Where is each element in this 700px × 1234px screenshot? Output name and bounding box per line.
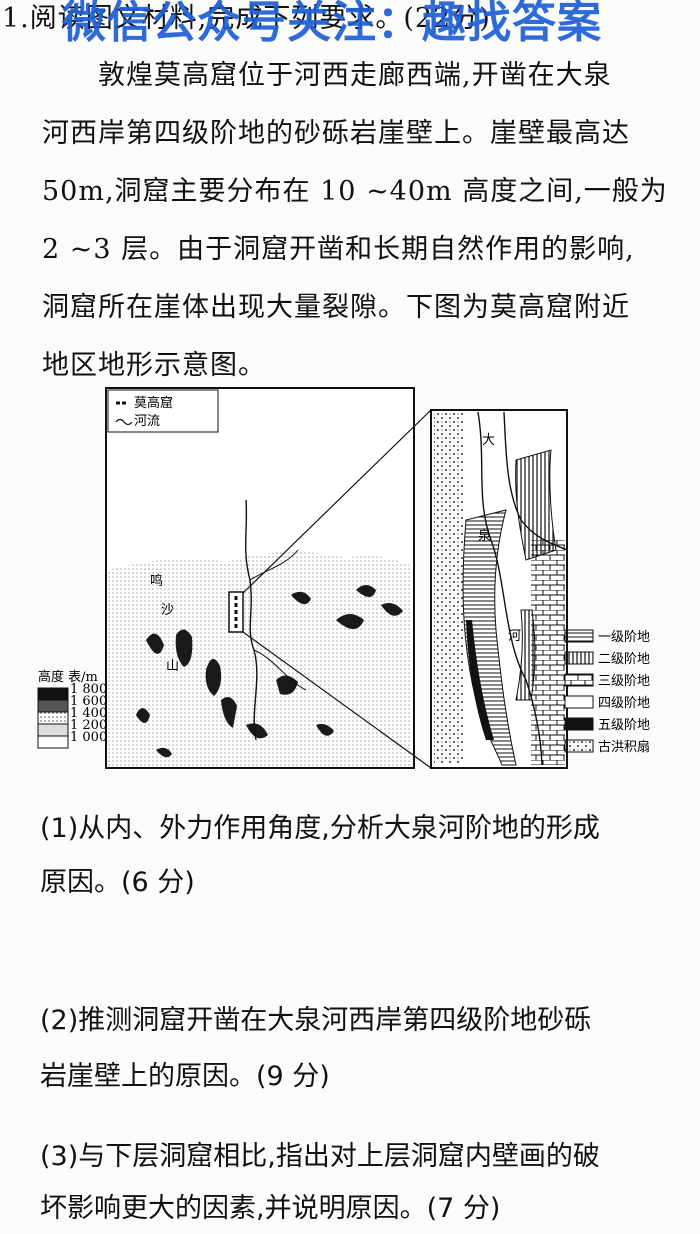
terrace-legend-2: 二级阶地 — [598, 652, 650, 667]
elevation-1200: 1 200 — [70, 718, 107, 733]
elevation-1800: 1 800 — [70, 682, 107, 697]
elevation-1400: 1 400 — [70, 706, 107, 721]
paragraph-line-1: 敦煌莫高窟位于河西走廊西端,开凿在大泉 — [98, 60, 612, 91]
elevation-legend: 高度 表/m 1 800 1 600 1 400 1 200 1 000 — [37, 669, 107, 749]
terrace-legend: 一级阶地 二级阶地 三级阶地 四级阶地 五级阶地 古洪积扇 — [564, 629, 650, 755]
river-line — [245, 499, 258, 741]
river-symbol-icon — [115, 418, 133, 426]
terrace-legend-1: 一级阶地 — [598, 630, 650, 645]
map-label-sha: 沙 — [161, 603, 174, 618]
dune-shapes — [136, 585, 403, 758]
subquestion-3-line-2: 坏影响更大的因素,并说明原因。(7 分) — [40, 1193, 501, 1224]
detail-label-quan: 泉 — [478, 528, 491, 544]
paragraph-line-5: 洞窟所在崖体出现大量裂隙。下图为莫高窟附近 — [42, 292, 630, 323]
elevation-legend-title: 高度 表/m — [38, 669, 98, 685]
subquestion-2-line-2: 岩崖壁上的原因。(9 分) — [40, 1061, 330, 1092]
detail-label-he: 河 — [508, 629, 521, 644]
subquestion-2-line-1: (2)推测洞窟开凿在大泉河西岸第四级阶地砂砾 — [40, 1005, 592, 1036]
detail-map: 大 泉 河 — [430, 409, 568, 769]
terrace-legend-6: 古洪积扇 — [598, 739, 650, 755]
watermark-text: 微信公众号关注：趣找答案 — [62, 0, 602, 48]
paragraph-line-6: 地区地形示意图。 — [42, 350, 266, 381]
elevation-1000: 1 000 — [70, 730, 107, 745]
terrace-legend-5: 五级阶地 — [598, 718, 650, 733]
paragraph-line-4: 2 ~3 层。由于洞窟开凿和长期自然作用的影响, — [42, 234, 635, 265]
terrace-legend-4: 四级阶地 — [598, 696, 650, 711]
map-legend: 莫高窟 河流 — [107, 389, 219, 433]
terrain-figure: 莫高窟 河流 鸣 沙 山 高度 表/m 1 800 1 600 — [37, 387, 650, 769]
paragraph-line-2: 河西岸第四级阶地的砂砾岩崖壁上。崖壁最高达 — [42, 118, 630, 149]
terrace-legend-3: 三级阶地 — [598, 674, 650, 689]
map-label-ming: 鸣 — [150, 573, 163, 589]
map-legend-river: 河流 — [134, 414, 160, 429]
subquestion-3-line-1: (3)与下层洞窟相比,指出对上层洞窟内壁画的破 — [40, 1141, 600, 1172]
paragraph-line-3: 50m,洞窟主要分布在 10 ~40m 高度之间,一般为 — [42, 176, 668, 207]
question-title: 1.阅读图文材料,完成下列要求。(22分) — [2, 3, 491, 34]
map-label-shan: 山 — [166, 659, 179, 674]
detail-label-da: 大 — [482, 433, 495, 448]
subquestion-1-line-2: 原因。(6 分) — [40, 867, 195, 898]
terrain-band — [108, 551, 412, 768]
elevation-1600: 1 600 — [70, 694, 107, 709]
subquestion-1-line-1: (1)从内、外力作用角度,分析大泉河阶地的形成 — [40, 813, 600, 844]
map-legend-mogao: 莫高窟 — [134, 395, 173, 411]
